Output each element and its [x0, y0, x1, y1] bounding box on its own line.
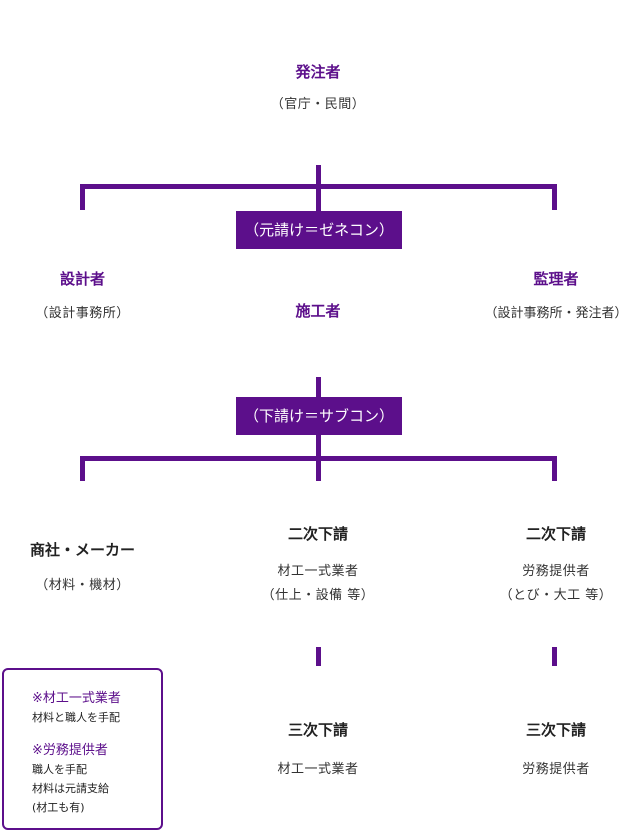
subcontract-box: （下請け＝サブコン） [236, 397, 402, 435]
second-tier-left-line2: （仕上・設備 等） [261, 588, 375, 603]
connector-second-right-drop [552, 456, 557, 481]
third-tier-left-subtitle: 材工一式業者 [277, 762, 359, 777]
second-tier-right-node: 二次下請 労務提供者 （とび・大工 等） [474, 524, 638, 606]
second-tier-right-line2: （とび・大工 等） [499, 588, 613, 603]
note-box: ※材工一式業者 材料と職人を手配 ※労務提供者 職人を手配 材料は元請支給 (材… [2, 668, 163, 830]
maker-title: 商社・メーカー [29, 541, 135, 559]
second-tier-right-title: 二次下請 [525, 525, 586, 543]
note-heading-material-labor: ※材工一式業者 [32, 691, 121, 706]
contractor-node: 施工者 [218, 301, 418, 321]
contractor-box: （元請け＝ゼネコン） [236, 211, 402, 249]
second-tier-left-node: 二次下請 材工一式業者 （仕上・設備 等） [218, 524, 418, 606]
note-material-labor-desc: 材料と職人を手配 [32, 711, 120, 724]
connector-third-left [316, 647, 321, 666]
client-subtitle: （官庁・民間） [270, 97, 366, 112]
designer-title: 設計者 [59, 270, 105, 288]
designer-node: 設計者 （設計事務所） [0, 269, 165, 324]
designer-subtitle: （設計事務所） [35, 306, 130, 321]
connector-client-stem [316, 165, 321, 213]
connector-maker-drop [80, 456, 85, 481]
connector-supervisor-drop [552, 184, 557, 210]
connector-third-right [552, 647, 557, 666]
note-labor-desc-1: 職人を手配 [32, 763, 87, 776]
third-tier-left-title: 三次下請 [287, 721, 348, 739]
third-tier-left-node: 三次下請 材工一式業者 [218, 720, 418, 780]
contractor-title: 施工者 [295, 302, 341, 320]
maker-subtitle: （材料・機材） [35, 578, 130, 593]
client-title: 発注者 [295, 63, 341, 81]
client-node: 発注者 （官庁・民間） [218, 62, 418, 115]
supervisor-node: 監理者 （設計事務所・発注者） [474, 269, 638, 324]
third-tier-right-subtitle: 労務提供者 [522, 762, 590, 777]
connector-designer-drop [80, 184, 85, 210]
second-tier-left-line1: 材工一式業者 [277, 564, 359, 579]
second-tier-right-line1: 労務提供者 [522, 564, 590, 579]
connector-top-horizontal [80, 184, 557, 189]
third-tier-right-title: 三次下請 [525, 721, 586, 739]
second-tier-left-title: 二次下請 [287, 525, 348, 543]
supervisor-subtitle: （設計事務所・発注者） [484, 306, 628, 321]
maker-node: 商社・メーカー （材料・機材） [0, 540, 165, 596]
third-tier-right-node: 三次下請 労務提供者 [474, 720, 638, 780]
note-labor-desc-2: 材料は元請支給 [32, 782, 109, 795]
note-heading-labor: ※労務提供者 [32, 743, 108, 758]
note-labor-desc-3: (材工も有) [32, 801, 85, 814]
connector-second-left-drop [316, 456, 321, 481]
supervisor-title: 監理者 [533, 270, 579, 288]
